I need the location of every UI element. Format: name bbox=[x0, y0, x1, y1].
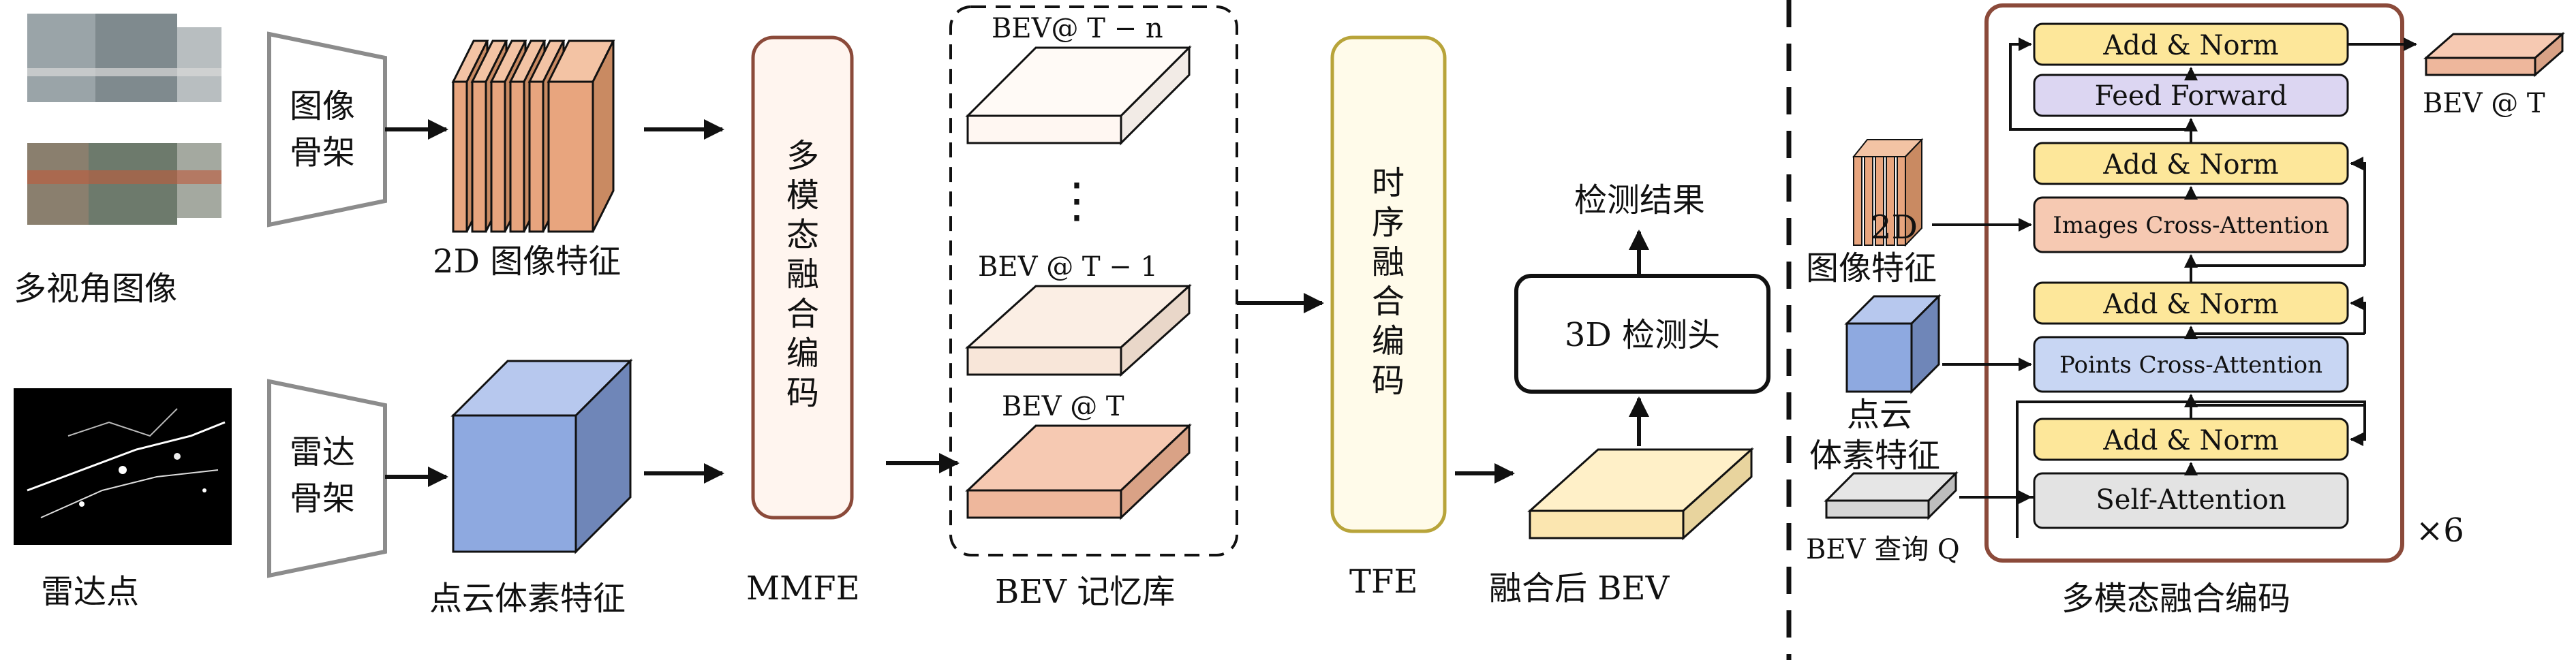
bev-label-t: BEV @ T bbox=[1002, 391, 1124, 422]
mmfe-char-4: 合 bbox=[786, 295, 819, 333]
small-voxel-line1: 点云 bbox=[1847, 396, 1912, 434]
images-cross-attention-label: Images Cross-Attention bbox=[2053, 212, 2329, 239]
add-norm-label-4: Add & Norm bbox=[2102, 30, 2278, 61]
small-voxel-line2: 体素特征 bbox=[1809, 437, 1940, 475]
mmfe-char-0: 多 bbox=[786, 137, 819, 175]
image-backbone-line2: 骨架 bbox=[290, 133, 355, 172]
mmfe-label: MMFE bbox=[746, 569, 860, 608]
mmfe-char-1: 模 bbox=[786, 176, 819, 215]
bev-query-slab bbox=[1824, 471, 1959, 520]
bev-label-t-minus-1: BEV @ T − 1 bbox=[978, 251, 1158, 283]
bev-memory-box bbox=[949, 5, 1238, 556]
bev-slab-t-minus-1 bbox=[965, 283, 1192, 377]
add-norm-label-1: Add & Norm bbox=[2102, 425, 2278, 456]
bev-slab-t-minus-n bbox=[965, 45, 1192, 146]
tfe-char-4: 编 bbox=[1372, 322, 1405, 360]
bev-memory-label: BEV 记忆库 bbox=[995, 573, 1175, 611]
tfe-char-0: 时 bbox=[1372, 164, 1405, 202]
mmfe-block bbox=[751, 35, 854, 520]
repeat-label: ×6 bbox=[2416, 512, 2464, 550]
mmfe-char-5: 编 bbox=[786, 334, 819, 373]
camera-view-front-left bbox=[27, 14, 95, 102]
image-feature-stack bbox=[451, 40, 615, 233]
image-backbone bbox=[267, 31, 387, 227]
memory-dots: ⋮ bbox=[1053, 172, 1101, 228]
small-voxel-cube bbox=[1844, 294, 1942, 394]
small-image-feature-line2: 图像特征 bbox=[1806, 249, 1937, 287]
image-backbone-line1: 图像 bbox=[290, 87, 355, 125]
detection-head bbox=[1514, 274, 1770, 394]
add-norm-label-3: Add & Norm bbox=[2102, 149, 2278, 180]
detection-result-label: 检测结果 bbox=[1574, 181, 1705, 219]
tfe-char-2: 融 bbox=[1372, 243, 1405, 281]
bev-query-label: BEV 查询 Q bbox=[1806, 534, 1960, 565]
voxel-cube bbox=[450, 358, 633, 554]
detection-head-label: 3D 检测头 bbox=[1565, 316, 1720, 354]
lidar-points-label: 雷达点 bbox=[41, 573, 139, 611]
bev-out-slab bbox=[2423, 31, 2565, 78]
camera-view-front-right bbox=[177, 27, 221, 102]
encoder-blocks: Add & Norm Feed Forward Add & Norm Image… bbox=[2033, 22, 2349, 529]
multi-view-images-label: 多视角图像 bbox=[14, 270, 177, 308]
bev-out-label: BEV @ T bbox=[2423, 88, 2545, 119]
fused-bev-slab bbox=[1527, 447, 1754, 541]
bev-label-t-minus-n: BEV@ T − n bbox=[992, 13, 1163, 44]
voxel-feature-label: 点云体素特征 bbox=[429, 580, 626, 618]
lidar-backbone bbox=[267, 379, 387, 578]
mmfe-char-3: 融 bbox=[786, 255, 819, 294]
mmfe-char-2: 态 bbox=[786, 216, 819, 254]
points-cross-attention-label: Points Cross-Attention bbox=[2059, 351, 2322, 379]
self-attention-label: Self-Attention bbox=[2096, 484, 2286, 516]
feed-forward-label: Feed Forward bbox=[2095, 80, 2288, 112]
encoder-label: 多模态融合编码 bbox=[2061, 580, 2290, 618]
small-image-feature-line1: 2D bbox=[1871, 208, 1918, 247]
tfe-char-1: 序 bbox=[1372, 204, 1405, 242]
multi-view-images bbox=[0, 14, 225, 232]
add-norm-label-2: Add & Norm bbox=[2102, 289, 2278, 320]
image-feature-label: 2D 图像特征 bbox=[433, 242, 621, 281]
lidar-backbone-line2: 骨架 bbox=[290, 480, 355, 518]
lidar-points bbox=[14, 388, 232, 545]
fused-bev-label: 融合后 BEV bbox=[1489, 569, 1670, 608]
mmfe-vertical-text: 多模态融合编码 bbox=[786, 137, 819, 412]
tfe-label: TFE bbox=[1349, 563, 1417, 601]
tfe-char-5: 码 bbox=[1372, 362, 1405, 400]
lidar-backbone-line1: 雷达 bbox=[290, 433, 355, 471]
encoder-flow-arrows bbox=[2009, 37, 2366, 538]
small-image-feature-stack bbox=[1852, 138, 1924, 247]
tfe-char-3: 合 bbox=[1372, 283, 1405, 321]
tfe-block bbox=[1330, 35, 1447, 533]
bev-slab-t bbox=[965, 423, 1192, 520]
mmfe-char-6: 码 bbox=[786, 374, 819, 412]
camera-view-front bbox=[95, 14, 177, 102]
